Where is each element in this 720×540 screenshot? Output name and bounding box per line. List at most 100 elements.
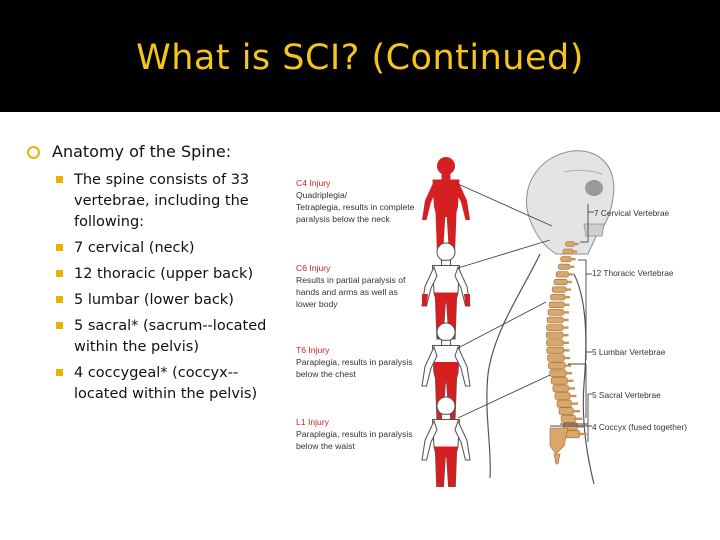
coccyx: [553, 453, 561, 465]
square-bullet-icon: [56, 322, 63, 329]
vertebra: [546, 346, 565, 354]
vertebra: [546, 339, 564, 347]
injury-desc: paralysis below the neck: [296, 214, 390, 224]
vertebrae-label-sacral: 5 Sacral Vertebrae: [592, 390, 661, 400]
vertebra-process: [574, 417, 583, 420]
vertebra: [546, 316, 564, 324]
vertebra-process: [562, 311, 569, 314]
vertebra: [549, 369, 567, 377]
vertebra-process: [570, 258, 576, 261]
heading-bullet: Anatomy of the Spine:: [24, 140, 284, 164]
spine: [545, 241, 587, 465]
vertebra-process: [562, 341, 569, 344]
injury-desc: below the chest: [296, 369, 356, 379]
vertebra-process: [569, 265, 575, 268]
injury-desc: hands and arms as well as: [296, 287, 398, 297]
vertebra: [546, 324, 564, 331]
vertebra: [545, 331, 564, 339]
square-bullet-icon: [56, 270, 63, 277]
body-silhouette-c4: [422, 157, 470, 253]
vertebra: [555, 271, 569, 278]
vertebra-process: [572, 410, 580, 413]
vertebra: [553, 279, 568, 286]
vertebra-process: [562, 318, 569, 322]
vertebra-process: [572, 250, 578, 253]
vertebra-process: [564, 296, 570, 299]
bullet-item: 5 sacral* (sacrum--located within the pe…: [24, 316, 274, 358]
ring-bullet-icon: [27, 146, 40, 159]
vertebra-process: [566, 280, 572, 284]
body-outline: [486, 253, 595, 485]
injury-desc: Tetraplegia, results in complete: [296, 202, 415, 212]
bullet-text: 4 coccygeal* (coccyx--located within the…: [74, 365, 258, 402]
vertebrae-labels: 7 Cervical Vertebrae 12 Thoracic Vertebr…: [592, 208, 687, 432]
vertebra-process: [567, 387, 575, 390]
bullet-item: 5 lumbar (lower back): [24, 290, 274, 311]
injury-pointer-lines: [457, 183, 553, 419]
vertebra: [562, 248, 574, 255]
sacrum: [549, 427, 569, 455]
vertebra-process: [565, 372, 573, 375]
vertebra: [557, 263, 571, 270]
vertebra-process: [563, 303, 570, 306]
injury-labels: C4 Injury Quadriplegia/ Tetraplegia, res…: [296, 178, 415, 451]
vertebra-process: [564, 364, 572, 367]
injury-desc: Paraplegia, results in paralysis: [296, 357, 413, 367]
injury-label-c6: C6 Injury: [296, 263, 331, 273]
content-area: Anatomy of the Spine: The spine consists…: [24, 140, 284, 410]
vertebra: [550, 377, 568, 385]
vertebra-process: [570, 402, 579, 405]
vertebra-process: [569, 394, 577, 398]
vertebra-process: [565, 288, 571, 291]
slide-title: What is SCI? (Continued): [136, 38, 584, 78]
bullet-item: 12 thoracic (upper back): [24, 264, 274, 285]
vertebra-process: [578, 432, 587, 436]
vertebra: [548, 362, 566, 370]
vertebra: [547, 354, 565, 362]
vertebrae-label-lumbar: 5 Lumbar Vertebrae: [592, 347, 666, 357]
bullet-text: 5 sacral* (sacrum--located within the pe…: [74, 318, 267, 355]
injury-label-l1: L1 Injury: [296, 417, 330, 427]
injury-desc: Paraplegia, results in paralysis: [296, 429, 413, 439]
spine-injury-figure: C4 Injury Quadriplegia/ Tetraplegia, res…: [296, 150, 687, 487]
injury-desc: Results in partial paralysis of: [296, 275, 406, 285]
vertebra: [552, 384, 569, 393]
square-bullet-icon: [56, 176, 63, 183]
injury-label-t6: T6 Injury: [296, 345, 330, 355]
bullet-text: 12 thoracic (upper back): [74, 266, 254, 282]
vertebra-process: [562, 326, 569, 329]
square-bullet-icon: [56, 244, 63, 251]
vertebra: [551, 286, 567, 293]
vertebra: [554, 392, 571, 400]
vertebrae-label-cervical: 7 Cervical Vertebrae: [594, 208, 670, 218]
body-silhouette-l1: [421, 396, 471, 487]
vertebra-process: [563, 356, 571, 360]
vertebra-process: [562, 349, 570, 352]
vertebra-process: [566, 379, 574, 382]
vertebrae-label-thoracic: 12 Thoracic Vertebrae: [592, 268, 674, 278]
bullet-text: 7 cervical (neck): [74, 240, 195, 256]
vertebra: [547, 309, 565, 316]
bullet-text: 5 lumbar (lower back): [74, 292, 234, 308]
injury-desc: lower body: [296, 299, 338, 309]
square-bullet-icon: [56, 369, 63, 376]
vertebra-process: [562, 334, 569, 337]
bullet-item: 7 cervical (neck): [24, 238, 274, 259]
injury-desc: below the waist: [296, 441, 355, 451]
vertebra: [560, 414, 576, 423]
vertebra: [556, 399, 572, 408]
paralysis-l1: [434, 446, 458, 487]
vertebra: [560, 256, 572, 263]
bullet-item: The spine consists of 33 vertebrae, incl…: [24, 170, 274, 233]
vertebra-process: [567, 273, 574, 276]
vertebra: [550, 294, 566, 301]
vertebra-process: [573, 242, 579, 246]
bullet-list: The spine consists of 33 vertebrae, incl…: [24, 170, 284, 405]
injury-desc: Quadriplegia/: [296, 190, 348, 200]
section-heading: Anatomy of the Spine:: [52, 142, 232, 161]
vertebra: [565, 241, 575, 247]
bullet-item: 4 coccygeal* (coccyx--located within the…: [24, 363, 274, 405]
title-bar: What is SCI? (Continued): [0, 0, 720, 112]
vertebrae-pointer-lines: [550, 204, 594, 442]
bullet-text: The spine consists of 33 vertebrae, incl…: [74, 172, 250, 230]
